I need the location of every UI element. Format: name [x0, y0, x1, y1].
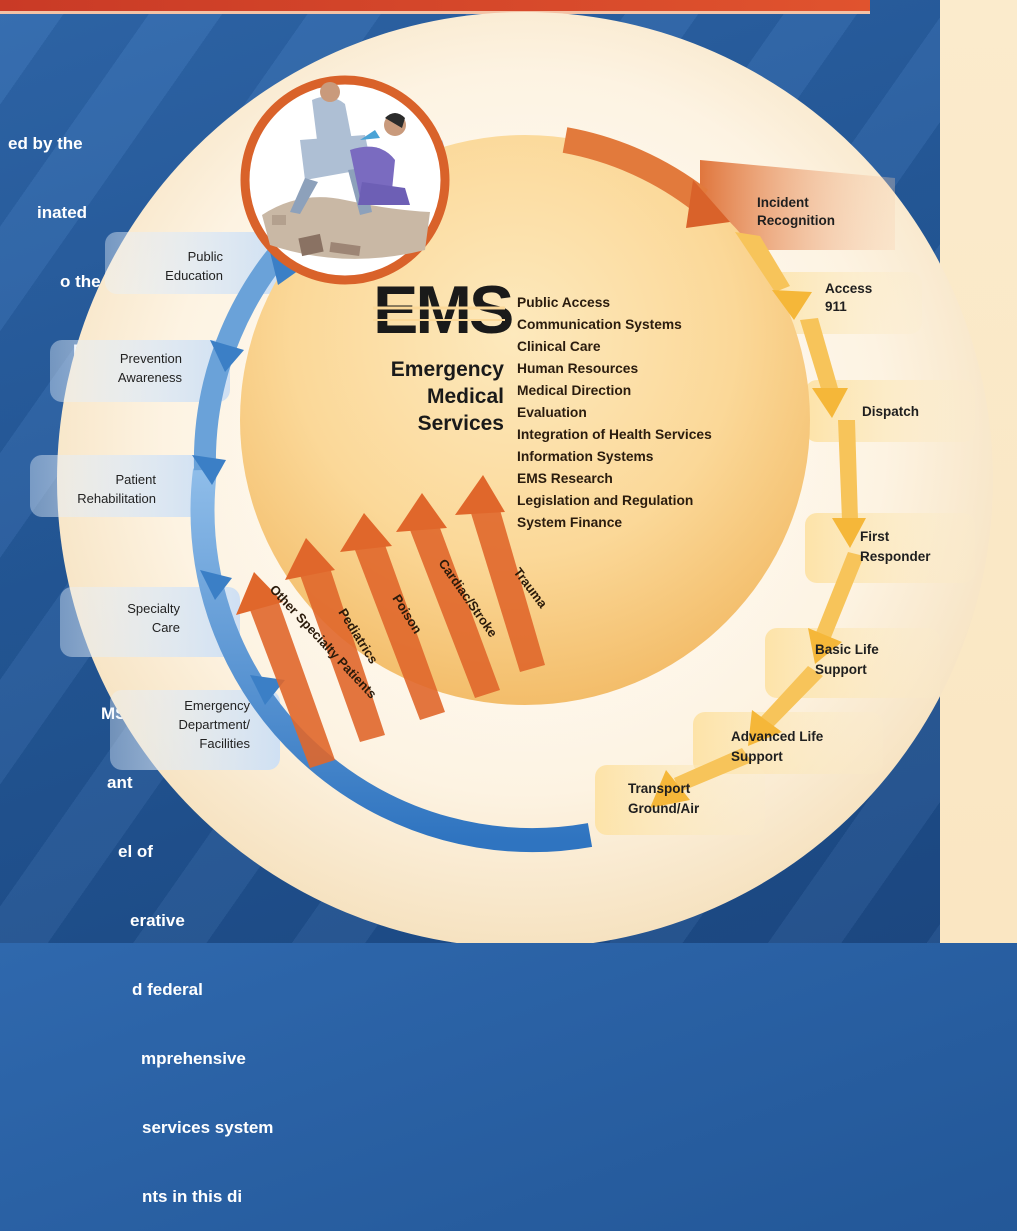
right-stage-labels: Incident Recognition Access 911 Dispatch…	[628, 195, 931, 816]
text-line: o the	[60, 272, 101, 291]
stage-label-emergency-dept-3: Facilities	[199, 736, 250, 751]
stage-label-public-education-2: Education	[165, 268, 223, 283]
text-line: mprehensive	[141, 1049, 246, 1068]
top-banner	[0, 0, 870, 14]
component-item: Evaluation	[517, 405, 587, 420]
stage-label-als-1: Advanced Life	[731, 729, 824, 744]
stage-label-als-2: Support	[731, 749, 783, 764]
ems-subtitle-line-1: Emergency	[391, 358, 505, 381]
component-item: EMS Research	[517, 471, 613, 486]
text-line: services system	[142, 1118, 274, 1137]
paramedic-illustration-icon	[240, 75, 450, 285]
component-item: Communication Systems	[517, 317, 682, 332]
stage-label-rehab-2: Rehabilitation	[77, 491, 156, 506]
right-flow-arrows	[650, 232, 866, 808]
stage-label-first-responder-1: First	[860, 529, 890, 544]
stage-label-access-2: 911	[825, 299, 847, 314]
category-arrows	[236, 475, 545, 768]
text-line: erative	[130, 911, 185, 930]
component-item: Clinical Care	[517, 339, 601, 354]
text-line: ed by the	[8, 134, 83, 153]
left-stage-labels: Public Education Prevention Awareness Pa…	[77, 249, 250, 751]
stage-label-specialty-care-2: Care	[152, 620, 180, 635]
component-item: Human Resources	[517, 361, 638, 376]
component-item: Integration of Health Services	[517, 427, 712, 442]
orange-arc	[562, 127, 708, 211]
ems-system-diagram: EMS Emergency Medical Services Public Ac…	[30, 12, 993, 943]
components-list: Public Access Communication Systems Clin…	[517, 295, 712, 530]
ems-logo: EMS	[373, 272, 512, 348]
component-item: System Finance	[517, 515, 622, 530]
stage-label-transport-2: Ground/Air	[628, 801, 700, 816]
stage-label-prevention-2: Awareness	[118, 370, 183, 385]
text-line: el of	[118, 842, 153, 861]
stage-label-bls-2: Support	[815, 662, 867, 677]
incident-arrowhead	[686, 180, 730, 228]
stage-label-prevention-1: Prevention	[120, 351, 182, 366]
stage-label-transport-1: Transport	[628, 781, 691, 796]
component-item: Legislation and Regulation	[517, 493, 693, 508]
stage-label-dispatch: Dispatch	[862, 404, 919, 419]
stage-label-access-1: Access	[825, 281, 872, 296]
text-line: ant	[107, 773, 133, 792]
text-line: d federal	[132, 980, 203, 999]
stage-label-emergency-dept-1: Emergency	[184, 698, 250, 713]
left-flow-arrows	[192, 252, 302, 705]
stage-label-first-responder-2: Responder	[860, 549, 931, 564]
stage-label-public-education-1: Public	[188, 249, 224, 264]
stage-label-emergency-dept-2: Department/	[178, 717, 250, 732]
text-line: inated	[37, 203, 88, 222]
left-stage-tabs	[30, 232, 280, 770]
component-item: Public Access	[517, 295, 610, 310]
stage-label-rehab-1: Patient	[116, 472, 157, 487]
stage-label-incident-2: Recognition	[757, 213, 835, 228]
text-line: nts in this di	[142, 1187, 243, 1206]
stage-label-specialty-care-1: Specialty	[127, 601, 180, 616]
stage-label-bls-1: Basic Life	[815, 642, 879, 657]
ems-subtitle-line-2: Medical	[427, 385, 504, 408]
stage-label-incident-1: Incident	[757, 195, 809, 210]
ems-subtitle-line-3: Services	[418, 412, 504, 435]
component-item: Information Systems	[517, 449, 654, 464]
component-item: Medical Direction	[517, 383, 631, 398]
